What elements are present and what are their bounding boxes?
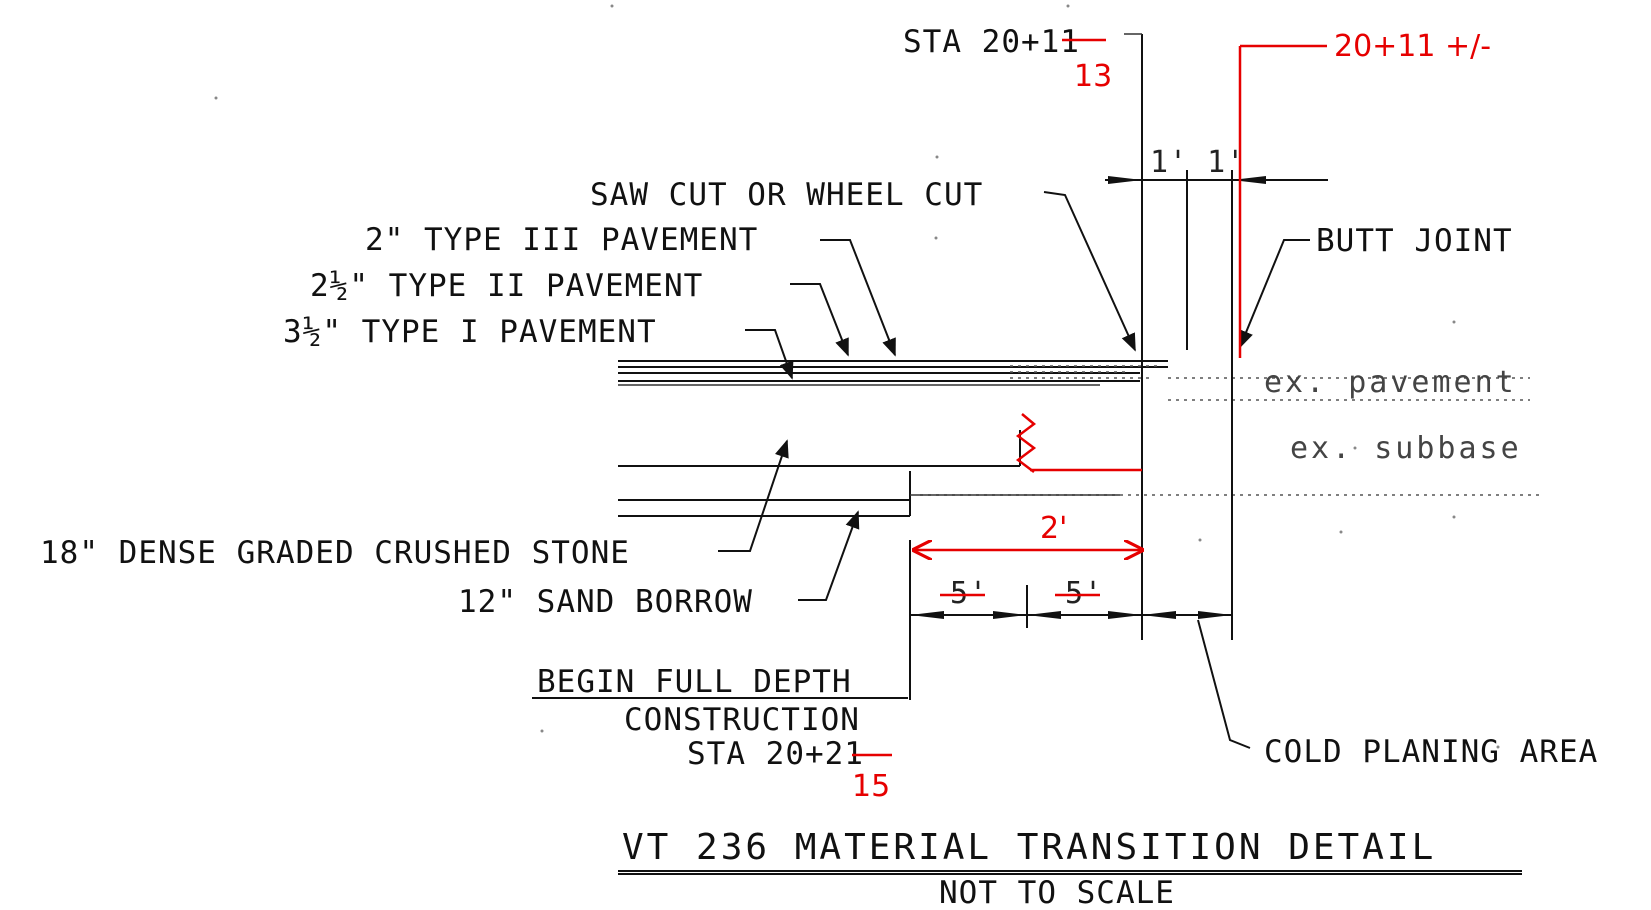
sta-top-correction: 13 (1074, 59, 1112, 94)
cold-planing-label: COLD PLANING AREA (1264, 734, 1598, 770)
break-line (1015, 413, 1037, 473)
begin-full-depth-label: BEGIN FULL DEPTH (537, 664, 852, 700)
dim-mid-label: 5' (1065, 576, 1103, 611)
labels: STA 20+11 SAW CUT OR WHEEL CUT 2" TYPE I… (40, 24, 1598, 772)
dim-top-label: 1' 1' (1150, 145, 1245, 180)
type1-label: 3½" TYPE I PAVEMENT (283, 314, 657, 350)
construction-label: CONSTRUCTION (624, 702, 860, 738)
dim-2ft-label: 2' (1040, 511, 1067, 546)
detail-subtitle: NOT TO SCALE (939, 875, 1175, 910)
title-block: VT 236 MATERIAL TRANSITION DETAIL NOT TO… (618, 827, 1522, 910)
type2-label: 2½" TYPE II PAVEMENT (310, 268, 703, 304)
sta-bottom-correction: 15 (852, 769, 890, 804)
red-markups: 13 20+11 +/- 2' 15 (852, 29, 1491, 804)
bottom-dimension: 5' 5' (910, 576, 1232, 619)
pavement-layers (618, 360, 1168, 386)
sand-borrow-label: 12" SAND BORROW (458, 584, 753, 620)
top-dimension: 1' 1' (1105, 145, 1328, 184)
detail-title: VT 236 MATERIAL TRANSITION DETAIL (622, 827, 1436, 868)
crushed-stone-label: 18" DENSE GRADED CRUSHED STONE (40, 535, 630, 571)
type3-label: 2" TYPE III PAVEMENT (365, 222, 758, 258)
saw-cut-label: SAW CUT OR WHEEL CUT (590, 177, 983, 213)
ex-subbase-label: ex. subbase (1290, 431, 1522, 466)
ex-pavement-label: ex. pavement (1264, 365, 1517, 400)
station-lines (909, 33, 1233, 700)
scan-specks (214, 4, 1500, 749)
subbase-layers (618, 430, 1120, 517)
sta-top-label: STA 20+11 (903, 24, 1080, 60)
dim-left-label: 5' (950, 576, 988, 611)
station-note: 20+11 +/- (1334, 29, 1491, 64)
sta-bottom-label: STA 20+21 (687, 736, 864, 772)
leader-lines (718, 191, 1310, 749)
butt-joint-label: BUTT JOINT (1316, 223, 1513, 259)
